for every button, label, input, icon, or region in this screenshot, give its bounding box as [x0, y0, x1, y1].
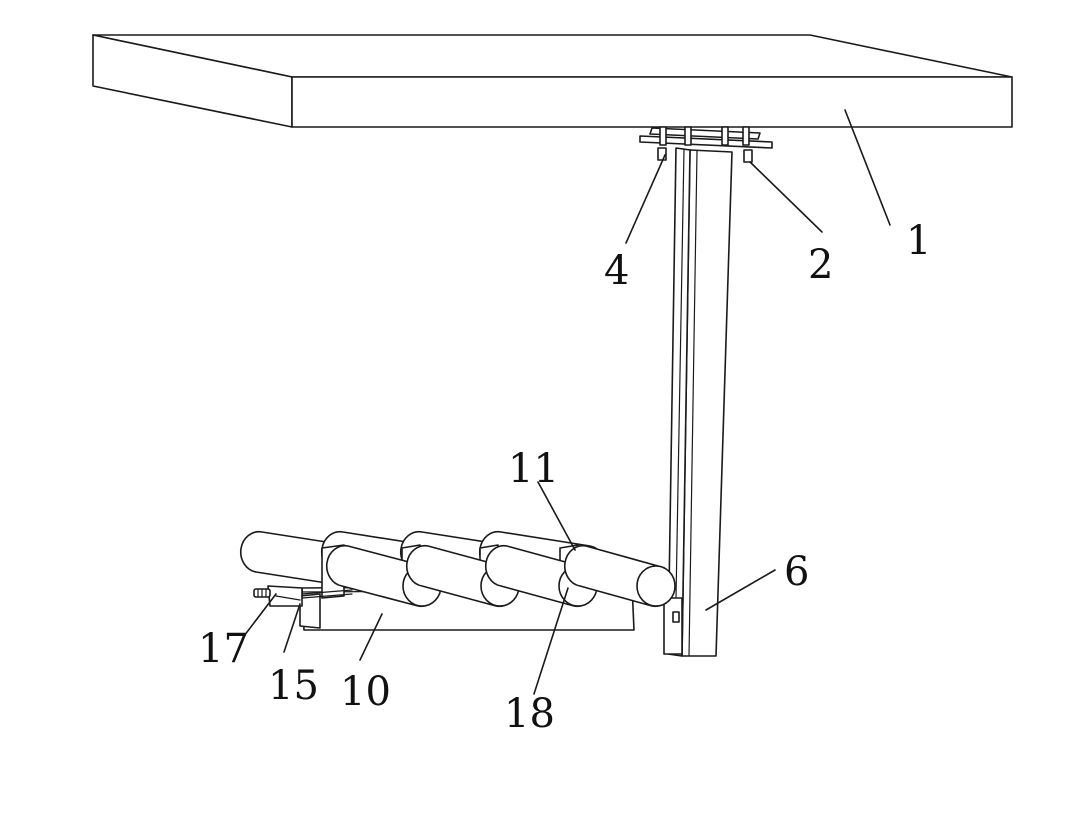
- callout-17: 17: [198, 626, 249, 672]
- callout-15: 15: [268, 663, 319, 709]
- front-roller-4: [564, 544, 676, 608]
- callout-2: 2: [808, 242, 833, 288]
- callout-10: 10: [340, 669, 391, 715]
- leader-2: [749, 161, 823, 233]
- leader-lines: [243, 109, 891, 695]
- side-clamp: [253, 585, 353, 607]
- leader-15: [283, 603, 301, 653]
- leader-11: [537, 481, 576, 551]
- callout-labels: 1 2 4 6 11 17 15 10 18: [198, 218, 931, 737]
- leader-6: [705, 569, 776, 611]
- mounting-flange: [639, 126, 773, 163]
- vertical-post: [663, 147, 733, 657]
- leader-1: [844, 109, 891, 226]
- callout-11: 11: [508, 446, 559, 492]
- leader-17: [243, 593, 277, 637]
- top-panel: [92, 34, 1013, 128]
- leader-10: [359, 613, 383, 661]
- leader-18: [533, 587, 569, 695]
- callout-18: 18: [504, 691, 555, 737]
- callout-1: 1: [906, 218, 931, 264]
- roller-assembly: [240, 530, 676, 608]
- leader-4: [625, 154, 666, 244]
- callout-6: 6: [784, 549, 809, 595]
- callout-4: 4: [604, 248, 629, 294]
